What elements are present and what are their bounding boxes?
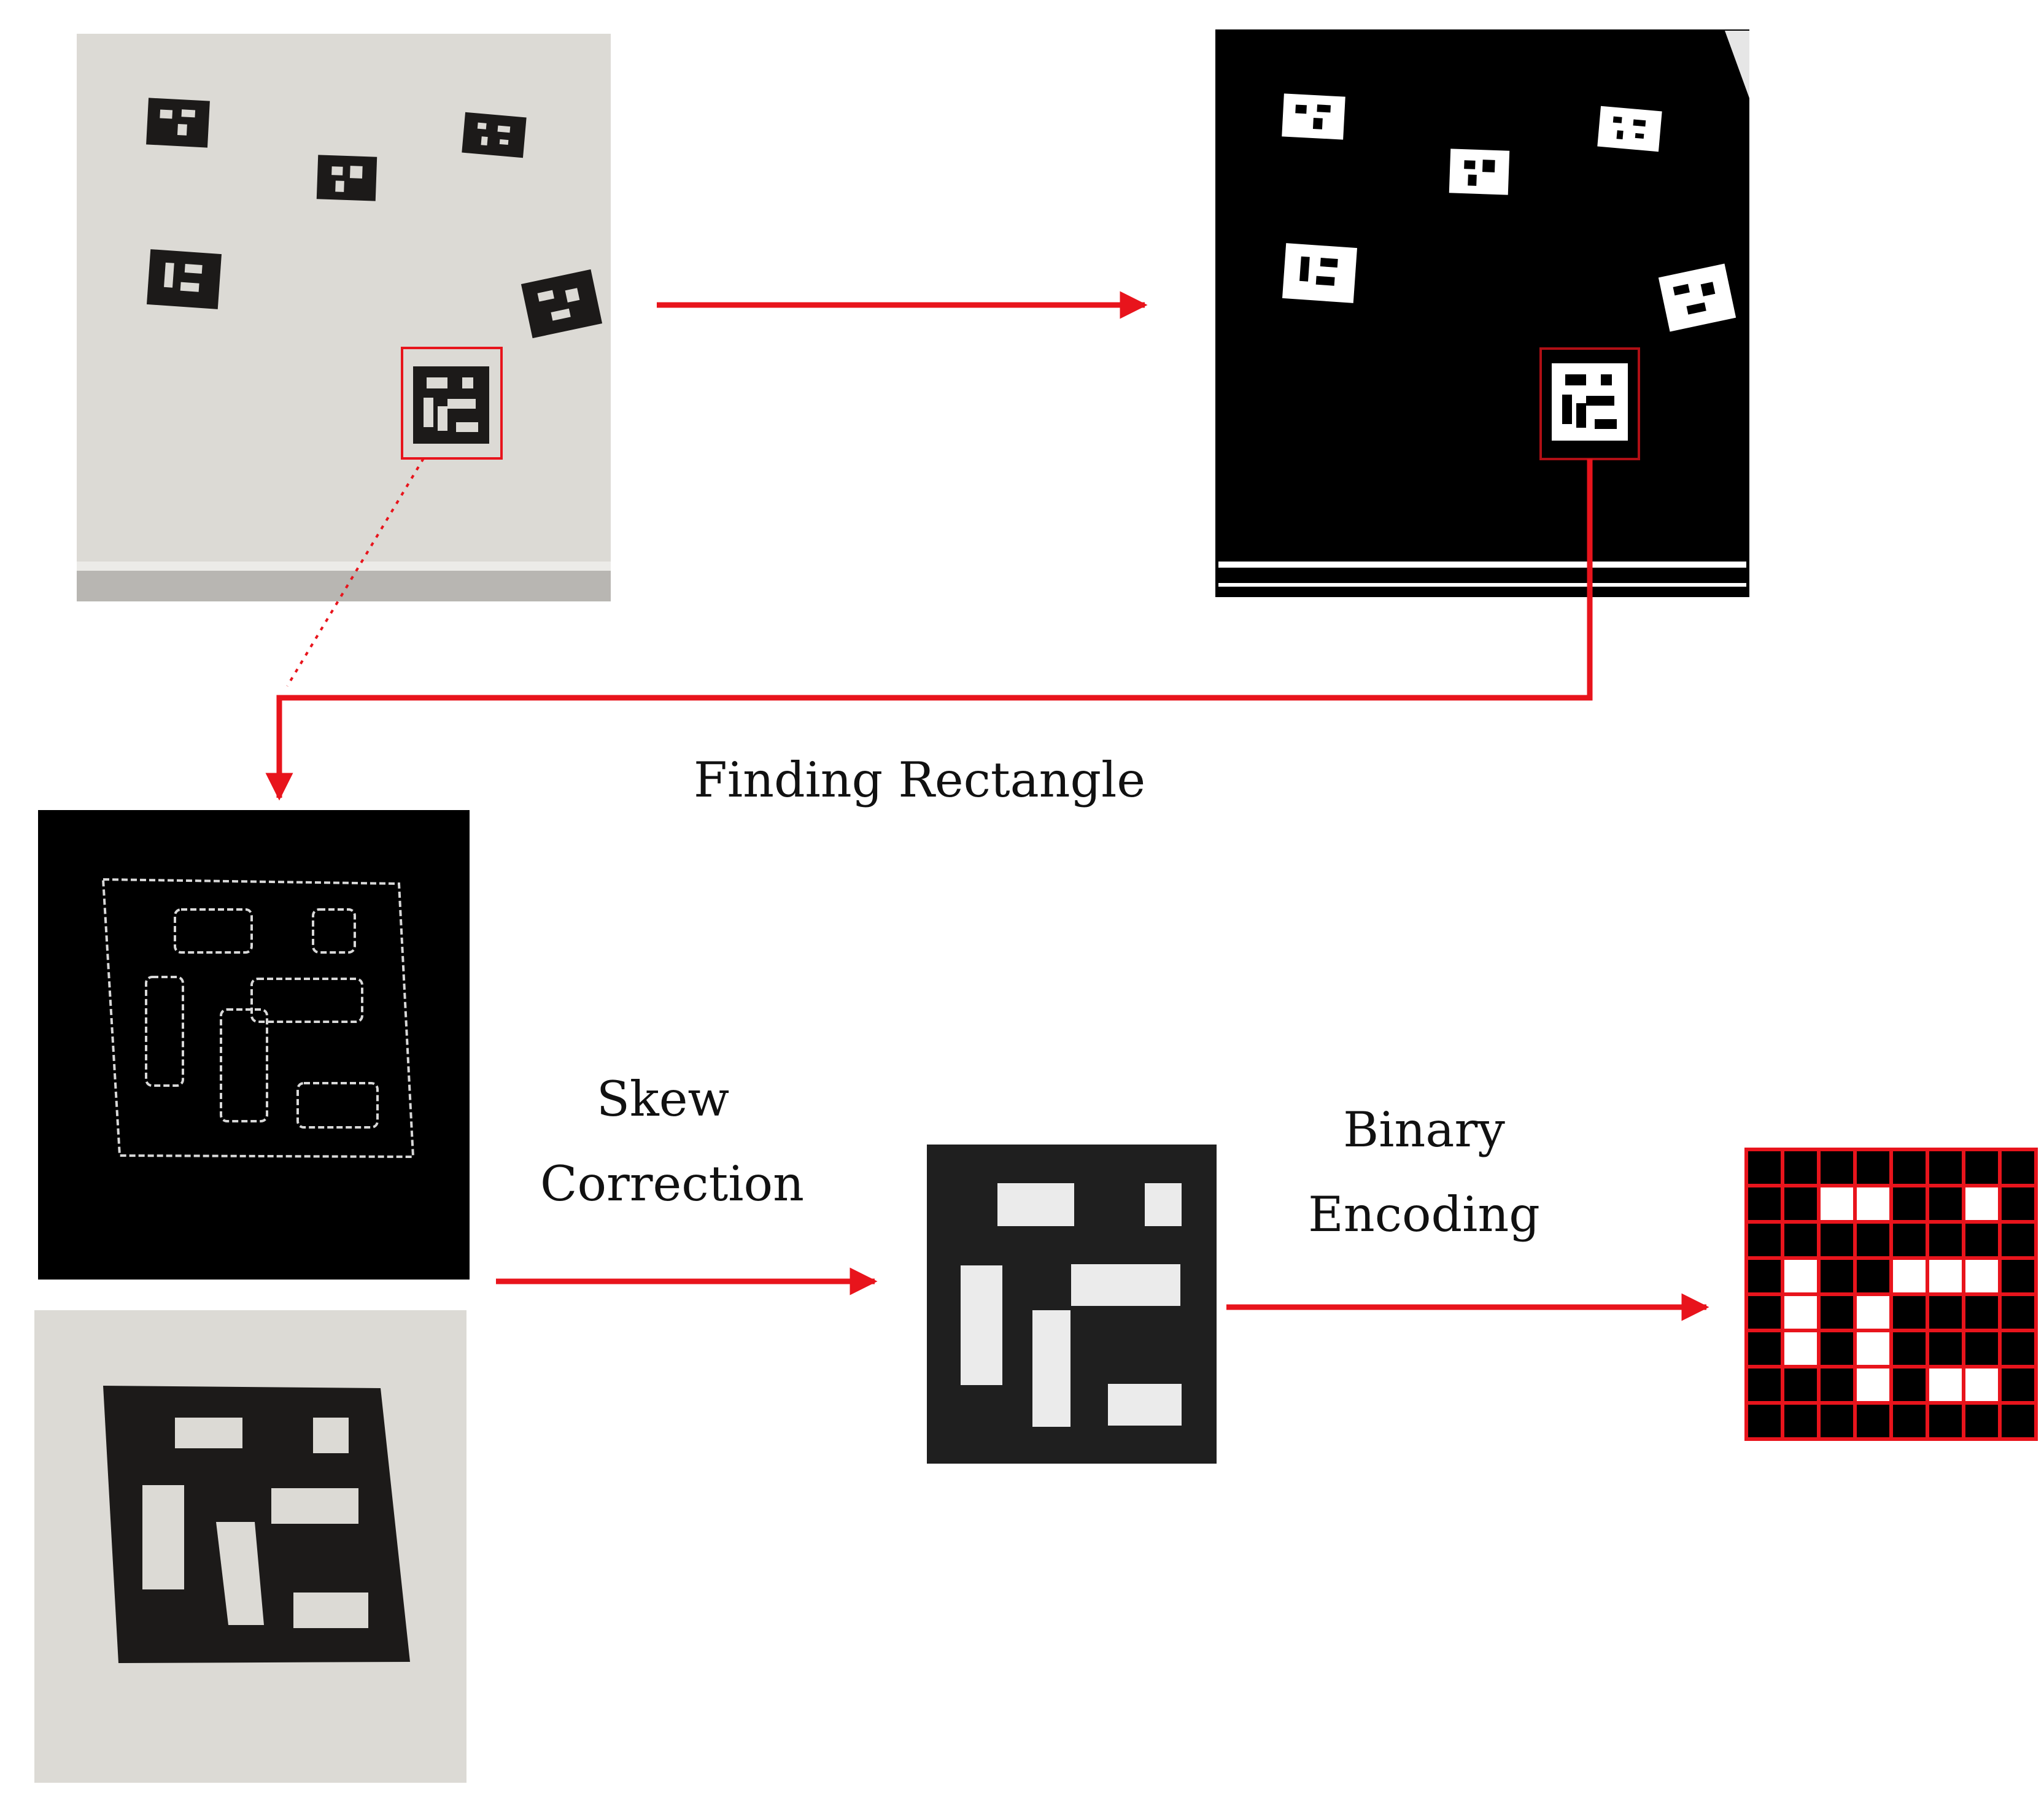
binary-cell (1853, 1401, 1893, 1441)
binary-cell (1889, 1365, 1929, 1405)
binary-cell (1926, 1220, 1965, 1260)
binary-cell (1744, 1184, 1784, 1224)
binary-cell (1889, 1184, 1929, 1224)
binary-cell (1889, 1148, 1929, 1187)
binary-cell (1744, 1401, 1784, 1441)
binary-grid (1744, 1148, 2038, 1441)
binary-cell (1926, 1256, 1965, 1296)
binary-cell (1962, 1184, 2002, 1224)
binary-cell (1817, 1329, 1857, 1369)
binary-cell (1817, 1220, 1857, 1260)
route-to-contour (265, 459, 1593, 801)
binary-cell (1781, 1329, 1821, 1369)
label-correction: Correction (540, 1156, 804, 1212)
binary-cell (1962, 1329, 2002, 1369)
binary-cell (1998, 1401, 2038, 1441)
binary-cell (1926, 1292, 1965, 1332)
binary-cell (1853, 1292, 1893, 1332)
photo-marker-1 (146, 98, 210, 148)
binary-cell (1962, 1256, 2002, 1296)
threshold-marker-4 (1282, 243, 1357, 303)
binary-cell (1853, 1256, 1893, 1296)
threshold-marker-3 (1597, 106, 1662, 152)
binary-cell (1781, 1365, 1821, 1405)
threshold-marker-selected (1552, 363, 1628, 441)
binary-cell (1817, 1401, 1857, 1441)
binary-cell (1817, 1184, 1857, 1224)
binary-cell (1998, 1148, 2038, 1187)
binary-cell (1744, 1256, 1784, 1296)
binary-cell (1998, 1329, 2038, 1369)
binary-cell (1998, 1365, 2038, 1405)
binary-cell (1962, 1220, 2002, 1260)
binary-cell (1889, 1401, 1929, 1441)
binary-cell (1998, 1256, 2038, 1296)
contour-panel (38, 810, 470, 1280)
binary-cell (1926, 1184, 1965, 1224)
photo-marker-3 (462, 112, 527, 158)
corrected-marker-panel (927, 1145, 1217, 1464)
binary-cell (1853, 1220, 1893, 1260)
binary-cell (1889, 1220, 1929, 1260)
label-finding-rectangle: Finding Rectangle (694, 752, 1146, 808)
binary-cell (1998, 1220, 2038, 1260)
binary-cell (1781, 1148, 1821, 1187)
photo-marker-selected (413, 366, 489, 444)
photo-marker-2 (316, 155, 377, 201)
threshold-panel (1215, 29, 1749, 597)
threshold-marker-2 (1449, 149, 1510, 195)
binary-cell (1744, 1220, 1784, 1260)
binary-cell (1926, 1148, 1965, 1187)
binary-cell (1744, 1365, 1784, 1405)
binary-cell (1962, 1292, 2002, 1332)
binary-cell (1998, 1184, 2038, 1224)
label-encoding: Encoding (1308, 1186, 1540, 1243)
photo-marker-4 (147, 249, 222, 309)
binary-cell (1998, 1292, 2038, 1332)
binary-cell (1853, 1184, 1893, 1224)
binary-cell (1781, 1256, 1821, 1296)
binary-cell (1962, 1148, 2002, 1187)
binary-cell (1926, 1365, 1965, 1405)
binary-cell (1926, 1401, 1965, 1441)
binary-cell (1781, 1220, 1821, 1260)
photo-marker-5 (521, 269, 603, 339)
detection-box-photo (401, 347, 503, 460)
binary-cell (1853, 1148, 1893, 1187)
binary-cell (1744, 1292, 1784, 1332)
input-photo-panel (77, 34, 611, 601)
binary-cell (1744, 1329, 1784, 1369)
binary-cell (1889, 1256, 1929, 1296)
binary-cell (1817, 1365, 1857, 1405)
label-skew: Skew (596, 1071, 730, 1127)
binary-cell (1853, 1365, 1893, 1405)
label-binary: Binary (1343, 1102, 1505, 1158)
binary-cell (1962, 1401, 2002, 1441)
binary-cell (1817, 1148, 1857, 1187)
cropped-marker-panel (34, 1310, 466, 1783)
binary-cell (1962, 1365, 2002, 1405)
binary-cell (1817, 1292, 1857, 1332)
binary-cell (1926, 1329, 1965, 1369)
binary-cell (1853, 1329, 1893, 1369)
threshold-marker-5 (1658, 263, 1736, 332)
binary-cell (1781, 1292, 1821, 1332)
binary-cell (1781, 1184, 1821, 1224)
binary-cell (1817, 1256, 1857, 1296)
binary-cell (1889, 1329, 1929, 1369)
binary-cell (1744, 1148, 1784, 1187)
threshold-marker-1 (1282, 93, 1345, 140)
binary-cell (1889, 1292, 1929, 1332)
binary-cell (1781, 1401, 1821, 1441)
